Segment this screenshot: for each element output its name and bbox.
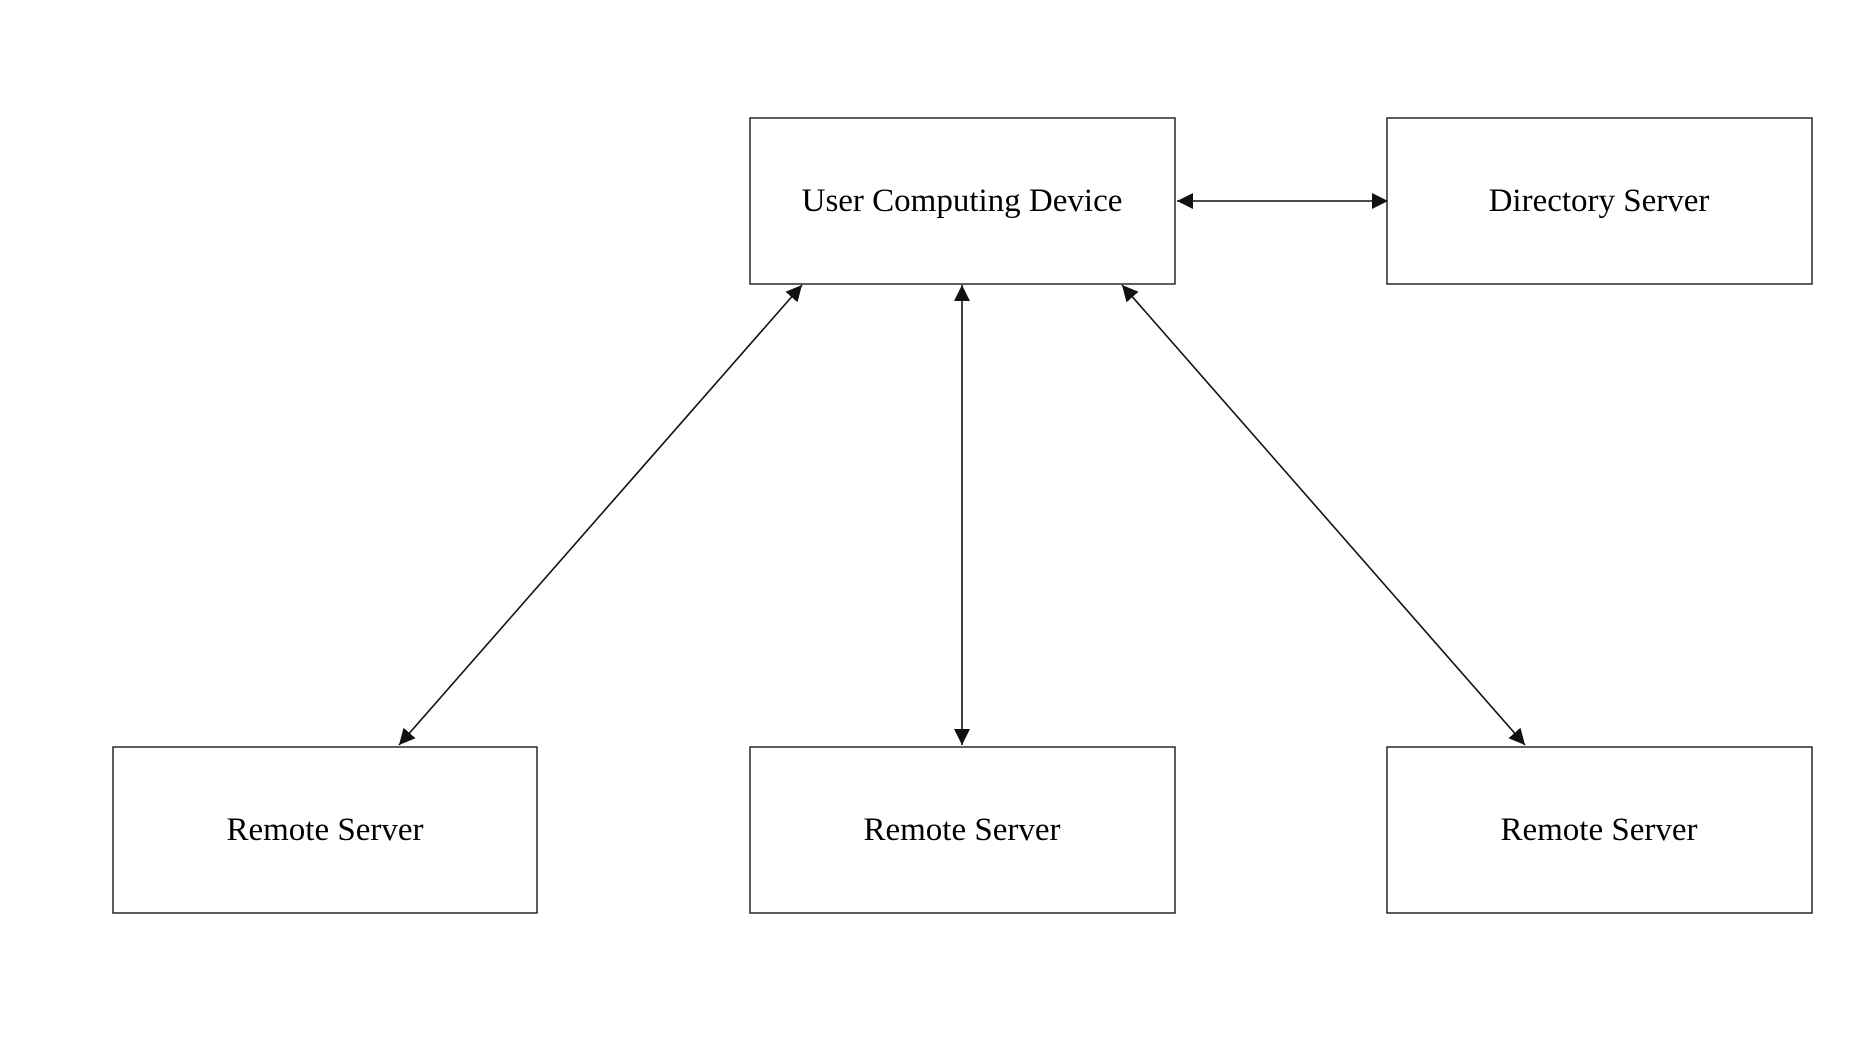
node-label: Remote Server: [226, 812, 423, 848]
node-user-computing-device: User Computing Device: [750, 118, 1175, 284]
node-remote-server-center: Remote Server: [750, 747, 1175, 913]
edge-user-remote3: [1122, 285, 1525, 745]
node-remote-server-left: Remote Server: [113, 747, 537, 913]
node-directory-server: Directory Server: [1387, 118, 1812, 284]
node-remote-server-right: Remote Server: [1387, 747, 1812, 913]
node-label: User Computing Device: [802, 183, 1123, 219]
edge-user-remote1: [399, 285, 802, 745]
node-label: Remote Server: [1500, 812, 1697, 848]
node-label: Remote Server: [863, 812, 1060, 848]
node-label: Directory Server: [1489, 183, 1710, 219]
